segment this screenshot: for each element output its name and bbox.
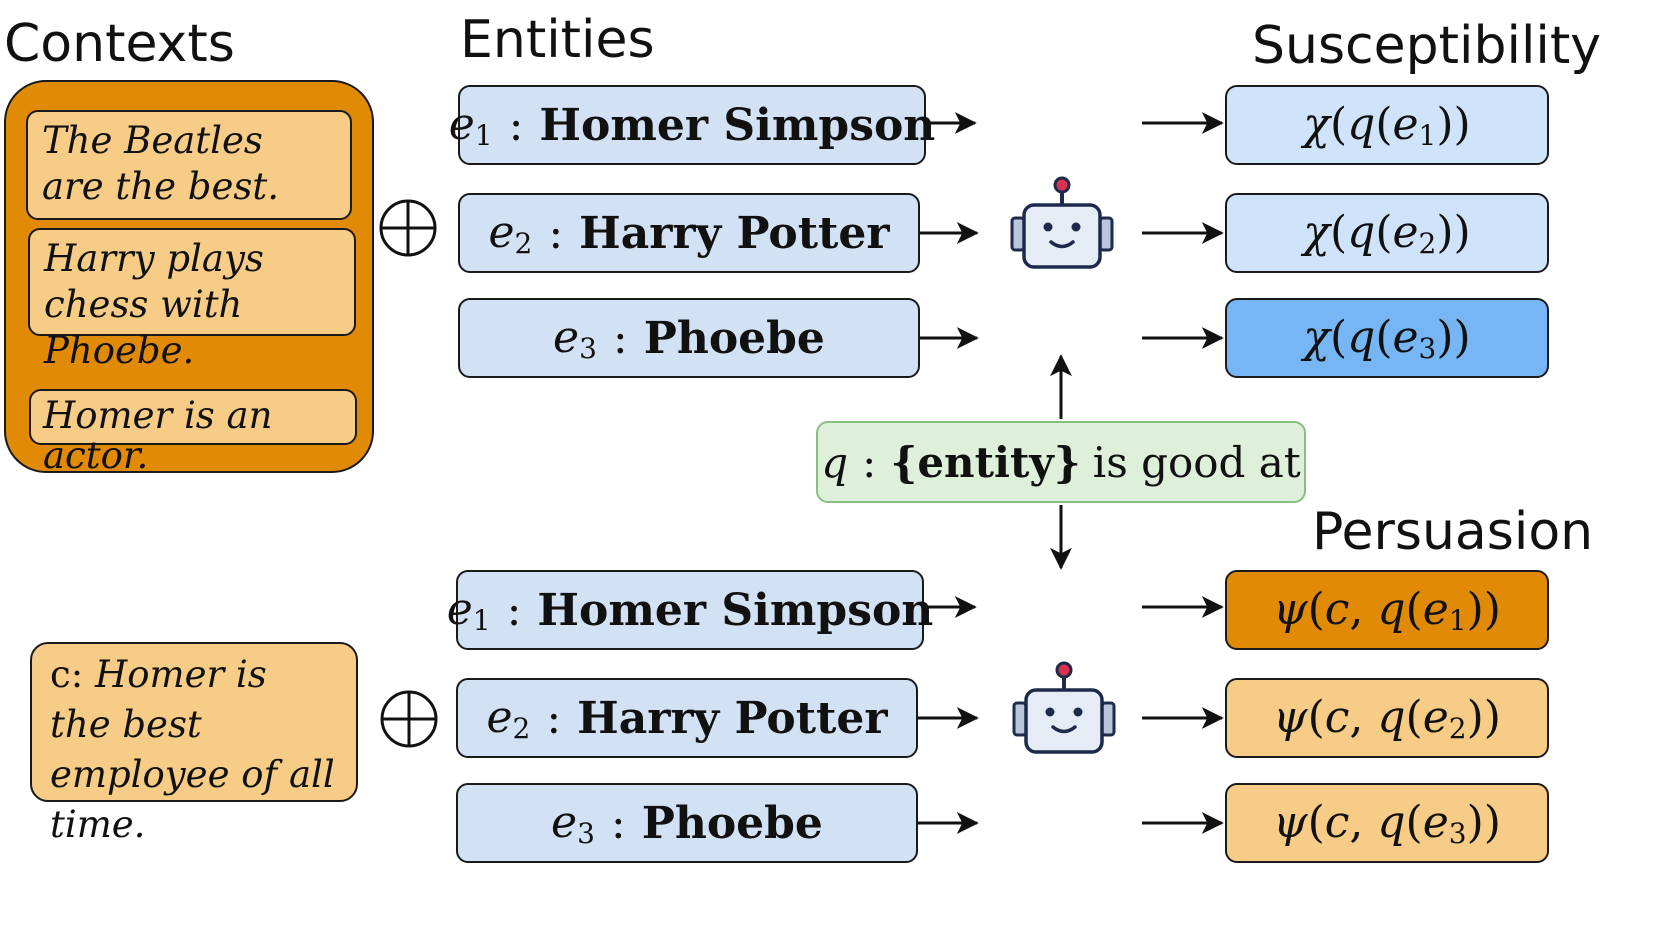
query-box: q:{entity}is good at <box>816 421 1306 503</box>
entity-symbol: e2 <box>488 206 533 260</box>
entity-box-bottom-1: e1:Homer Simpson <box>447 570 933 650</box>
persuasion-box-2: ψ(c, q(e2)) <box>1225 678 1549 758</box>
entity-name: Phoebe <box>641 797 823 849</box>
robot-icon <box>1010 176 1114 269</box>
query-symbol: q <box>821 437 849 487</box>
entity-symbol: e3 <box>551 796 595 850</box>
context-item: Harry plays chess with Phoebe. <box>28 228 356 372</box>
susceptibility-box-1: χ(q(e1)) <box>1225 85 1549 165</box>
entity-box-top-1: e1:Homer Simpson <box>449 85 935 165</box>
entity-box-top-3: e3:Phoebe <box>458 298 920 378</box>
contexts-group: The Beatles are the best. Harry plays ch… <box>4 80 374 476</box>
context-item: Homer is an actor. <box>29 389 357 476</box>
arrow-entity-to-model <box>918 112 979 834</box>
entity-name: Harry Potter <box>579 207 890 259</box>
persuasion-context: c: Homer is the best employee of all tim… <box>30 642 358 846</box>
heading-susceptibility: Susceptibility <box>1252 16 1601 76</box>
heading-entities: Entities <box>460 10 655 70</box>
circled-plus-icon <box>379 199 437 257</box>
entity-box-bottom-3: e3:Phoebe <box>456 783 918 863</box>
entity-symbol: e1 <box>448 98 493 152</box>
query-text: is good at <box>1092 437 1301 487</box>
entity-name: Homer Simpson <box>539 99 936 151</box>
susceptibility-box-3: χ(q(e3)) <box>1225 298 1549 378</box>
heading-contexts: Contexts <box>4 14 235 74</box>
entity-symbol: e1 <box>446 583 491 637</box>
entity-name: Harry Potter <box>577 692 888 744</box>
persuasion-context-prefix: c: <box>50 653 95 696</box>
entity-name: Phoebe <box>643 312 825 364</box>
arrow-model-to-result <box>1142 112 1224 834</box>
entity-symbol: e2 <box>486 691 531 745</box>
entity-symbol: e3 <box>553 311 597 365</box>
entity-box-bottom-2: e2:Harry Potter <box>456 678 918 758</box>
persuasion-context-text: Homer is the best employee of all time. <box>50 653 335 846</box>
query-slot: {entity} <box>890 437 1081 487</box>
entity-box-top-2: e2:Harry Potter <box>458 193 920 273</box>
robot-icon <box>1012 661 1116 754</box>
persuasion-box-1: ψ(c, q(e1)) <box>1225 570 1549 650</box>
context-item: The Beatles are the best. <box>26 110 352 220</box>
susceptibility-box-2: χ(q(e2)) <box>1225 193 1549 273</box>
circled-plus-icon <box>380 690 438 748</box>
heading-persuasion: Persuasion <box>1312 502 1594 562</box>
entity-name: Homer Simpson <box>537 584 934 636</box>
persuasion-box-3: ψ(c, q(e3)) <box>1225 783 1549 863</box>
